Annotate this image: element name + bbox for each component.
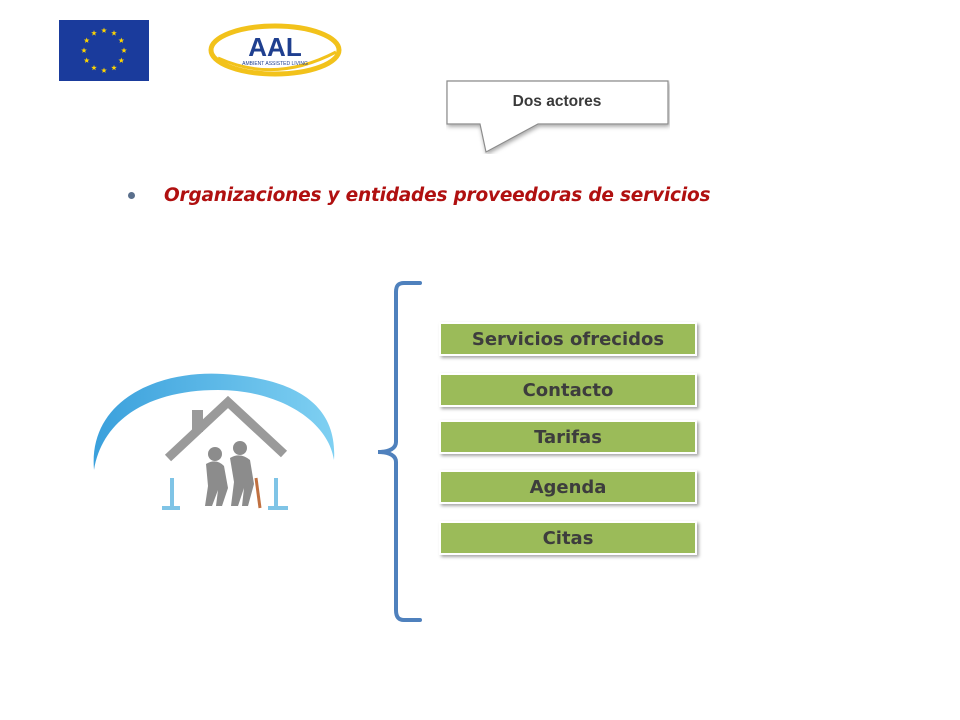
bullet-text: Organizaciones y entidades proveedoras d…: [164, 184, 711, 206]
callout-text: Dos actores: [512, 93, 602, 110]
eu-star-icon: [91, 64, 97, 71]
eu-star-icon: [83, 57, 90, 63]
bracket-brace: [368, 280, 428, 625]
eu-star-icon: [118, 57, 125, 63]
bullet-item: Organizaciones y entidades proveedoras d…: [128, 180, 710, 210]
eu-star-icon: [118, 37, 125, 43]
aal-logo-text: AAL: [248, 32, 302, 62]
callout-bubble: Dos actores: [446, 80, 670, 154]
eu-star-icon: [111, 30, 117, 36]
eu-star-icon: [83, 37, 90, 43]
brand-text: socialize: [938, 70, 960, 700]
item-servicios-ofrecidos: Servicios ofrecidos: [439, 322, 697, 356]
item-tarifas: Tarifas: [439, 420, 697, 454]
eu-star-icon: [91, 30, 97, 36]
aal-logo: AAL AMBIENT ASSISTED LIVING: [208, 22, 343, 78]
eu-star-icon: [121, 47, 127, 53]
item-contacto: Contacto: [439, 373, 697, 407]
item-citas: Citas: [439, 521, 697, 555]
eu-star-icon: [101, 67, 107, 73]
brand-watermark: socialize: [835, 10, 960, 710]
aal-logo-tagline: AMBIENT ASSISTED LIVING: [242, 61, 308, 67]
bullet-icon: [128, 191, 135, 199]
eu-star-icon: [111, 64, 117, 71]
elderly-home-logo: [88, 360, 342, 520]
item-agenda: Agenda: [439, 470, 697, 504]
eu-star-icon: [81, 47, 87, 53]
eu-star-icon: [101, 27, 107, 33]
eu-flag-logo: [59, 20, 149, 81]
